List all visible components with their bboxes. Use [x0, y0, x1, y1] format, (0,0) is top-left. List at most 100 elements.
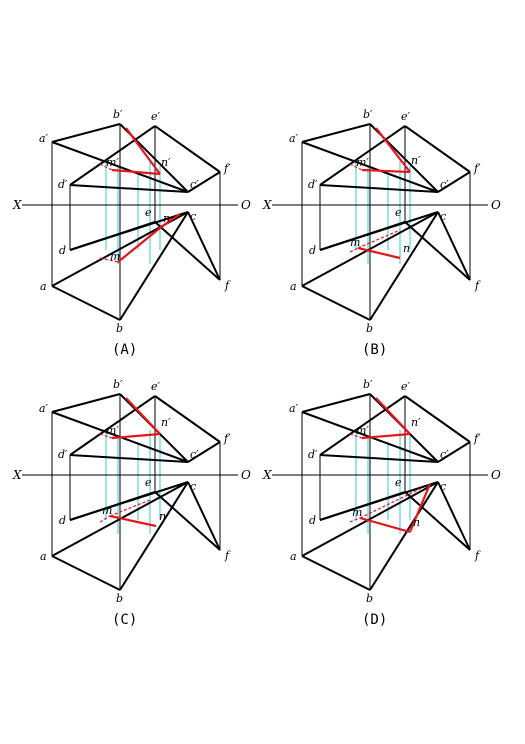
- panel-caption: (C): [112, 612, 137, 628]
- edge-top-view: [187, 211, 221, 281]
- point-label: m: [102, 504, 112, 517]
- edge-top-view: [301, 211, 439, 287]
- point-label: f′: [223, 162, 231, 175]
- edge-top-view: [404, 221, 471, 281]
- point-label: m: [350, 236, 360, 249]
- section-line-front: [361, 432, 411, 440]
- panel-caption: (B): [362, 342, 387, 358]
- point-label: m′: [106, 156, 119, 169]
- edge-top-view: [154, 491, 221, 551]
- section-line-front: [375, 127, 411, 173]
- point-label: n′: [411, 154, 421, 167]
- point-label: f′: [223, 432, 231, 445]
- edge-front-view: [404, 395, 471, 443]
- point-label: f: [474, 279, 481, 292]
- section-line-front: [361, 168, 411, 174]
- edge-front-view: [319, 125, 406, 186]
- point-label: a′: [39, 132, 49, 145]
- edge-top-view: [319, 211, 439, 251]
- edge-top-view: [154, 221, 221, 281]
- point-label: c: [440, 480, 446, 493]
- edge-front-view: [154, 125, 221, 173]
- section-line-front: [125, 397, 161, 435]
- point-label: n: [413, 516, 420, 529]
- edge-front-view: [319, 395, 406, 456]
- point-label: m′: [356, 424, 369, 437]
- edge-front-view: [51, 141, 189, 193]
- axis-label-x: X: [12, 468, 22, 482]
- point-label: b′: [113, 108, 123, 121]
- point-label: f: [474, 549, 481, 562]
- point-label: n: [159, 510, 166, 523]
- edge-front-view: [404, 125, 471, 173]
- point-label: e: [145, 206, 152, 219]
- point-label: c: [440, 210, 446, 223]
- point-label: d′: [58, 448, 68, 461]
- edge-top-view: [437, 481, 471, 551]
- edge-top-view: [369, 211, 439, 321]
- hidden-section-line: [109, 499, 151, 517]
- point-label: d′: [308, 448, 318, 461]
- point-label: d: [59, 244, 66, 257]
- point-label: b: [366, 592, 373, 605]
- point-label: a: [40, 280, 47, 293]
- point-label: e′: [151, 380, 161, 393]
- section-line-top: [159, 213, 181, 229]
- point-label: f′: [473, 432, 481, 445]
- section-line-front: [111, 168, 161, 176]
- hidden-section-line: [349, 433, 363, 439]
- hidden-section-line: [349, 247, 359, 253]
- edge-top-view: [301, 481, 439, 557]
- edge-front-view: [301, 141, 439, 193]
- hidden-section-line: [359, 487, 423, 519]
- edge-top-view: [119, 481, 189, 591]
- edge-front-view: [437, 171, 471, 193]
- point-label: f: [224, 279, 231, 292]
- point-label: a: [290, 550, 297, 563]
- point-label: f: [224, 549, 231, 562]
- edge-front-view: [319, 184, 439, 193]
- edge-top-view: [369, 481, 439, 591]
- point-label: m: [352, 506, 362, 519]
- edge-front-view: [301, 393, 371, 413]
- edge-front-view: [187, 171, 221, 193]
- edge-top-view: [404, 491, 471, 551]
- axis-label-o: O: [241, 468, 251, 482]
- axis-label-o: O: [241, 198, 251, 212]
- section-line-front: [111, 432, 161, 440]
- panel-caption: (A): [112, 342, 137, 358]
- point-label: b: [366, 322, 373, 335]
- edge-top-view: [51, 555, 121, 591]
- edge-top-view: [437, 211, 471, 281]
- point-label: m′: [106, 424, 119, 437]
- point-label: c′: [440, 448, 449, 461]
- point-label: n: [403, 242, 410, 255]
- hidden-section-line: [117, 217, 173, 263]
- edge-top-view: [301, 555, 371, 591]
- edge-front-view: [319, 454, 439, 463]
- point-label: n′: [161, 156, 171, 169]
- section-line-front: [375, 397, 411, 435]
- edge-front-view: [154, 395, 221, 443]
- point-label: e′: [401, 380, 411, 393]
- edge-top-view: [319, 481, 439, 521]
- point-label: c: [190, 210, 196, 223]
- edge-front-view: [51, 123, 121, 143]
- edge-top-view: [69, 481, 189, 521]
- point-label: b′: [363, 378, 373, 391]
- axis-label-o: O: [491, 198, 501, 212]
- hidden-section-line: [99, 515, 111, 523]
- hidden-section-line: [99, 257, 119, 263]
- hidden-section-line: [99, 163, 113, 171]
- edge-front-view: [69, 125, 156, 186]
- point-label: b′: [363, 108, 373, 121]
- point-label: d: [309, 514, 316, 527]
- point-label: a′: [289, 132, 299, 145]
- point-label: c′: [190, 178, 199, 191]
- edge-front-view: [51, 393, 121, 413]
- section-line-top: [359, 516, 411, 534]
